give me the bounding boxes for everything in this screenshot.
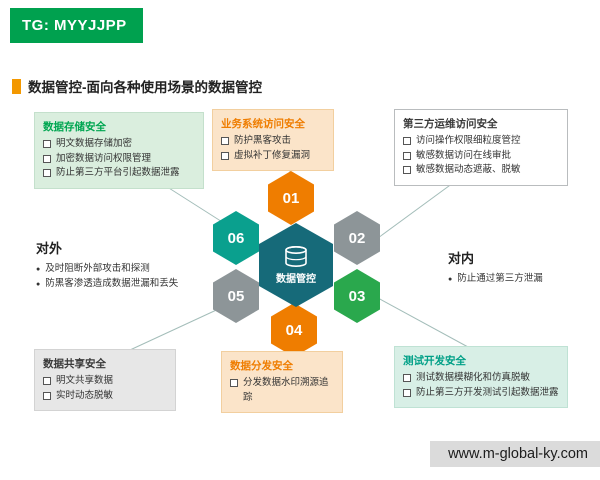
bullet-icon: ● <box>448 276 453 283</box>
item-text: 明文数据存储加密 <box>56 138 133 149</box>
center-hexagon-label: 数据管控 <box>276 273 316 285</box>
hexagon-number: 03 <box>348 287 366 305</box>
list-item: ● 及时阻断外部攻击和探测 <box>36 262 218 277</box>
list-item: 测试数据模糊化和仿真脱敏 <box>403 371 559 386</box>
list-item: 分发数据水印溯源追踪 <box>230 376 334 405</box>
box-title: 数据分发安全 <box>230 360 293 372</box>
box-items: 访问操作权限细粒度管控 敏感数据访问在线审批 敏感数据动态遮蔽、脱敏 <box>403 134 559 178</box>
box-title: 业务系统访问安全 <box>221 118 305 130</box>
checkbox-bullet-icon <box>43 391 51 400</box>
checkbox-bullet-icon <box>230 379 238 387</box>
box-items: 明文数据存储加密 加密数据访问权限管理 防止第三方平台引起数据泄露 <box>43 137 195 181</box>
bullet-icon: ● <box>36 280 41 288</box>
item-text: 实时动态脱敏 <box>56 389 114 401</box>
database-icon <box>285 245 307 267</box>
box-items: 分发数据水印溯源追踪 <box>230 376 334 405</box>
item-text: 加密数据访问权限管理 <box>56 152 152 164</box>
checkbox-bullet-icon <box>221 137 229 145</box>
item-text: 虚拟补丁修复漏洞 <box>234 149 311 161</box>
external-items: ● 及时阻断外部攻击和探测 ● 防黑客渗透造成数据泄漏和丢失 <box>36 262 218 291</box>
box-items: 测试数据模糊化和仿真脱敏 防止第三方开发测试引起数据泄露 <box>403 371 559 400</box>
item-text: 防护黑客攻击 <box>234 135 292 146</box>
box-items: 明文共享数据 实时动态脱敏 <box>43 374 167 403</box>
hexagon-number: 04 <box>285 321 303 339</box>
external-title: 对外 <box>36 241 63 256</box>
list-item: 加密数据访问权限管理 <box>43 152 195 167</box>
hexagon-number: 02 <box>348 229 366 247</box>
list-item: 敏感数据访问在线审批 <box>403 149 559 164</box>
storage-security-box: 数据存储安全 明文数据存储加密 加密数据访问权限管理 防止第三方平台引起数据泄露 <box>34 112 204 190</box>
page-title: 数据管控-面向各种使用场景的数据管控 <box>28 80 262 95</box>
box-title: 数据存储安全 <box>43 121 106 133</box>
item-text: 敏感数据访问在线审批 <box>416 149 512 161</box>
checkbox-bullet-icon <box>403 388 411 397</box>
checkbox-bullet-icon <box>403 151 411 160</box>
box-title: 数据共享安全 <box>43 358 106 370</box>
checkbox-bullet-icon <box>403 166 411 175</box>
item-text: 防止通过第三方泄漏 <box>457 273 543 284</box>
internal-section: 对内 ● 防止通过第三方泄漏 <box>448 248 588 287</box>
hexagon-number: 05 <box>227 287 245 305</box>
list-item: 防护黑客攻击 <box>221 134 325 149</box>
data-sharing-box: 数据共享安全 明文共享数据 实时动态脱敏 <box>34 349 176 412</box>
internal-title: 对内 <box>448 251 475 266</box>
checkbox-bullet-icon <box>403 374 411 382</box>
item-text: 明文共享数据 <box>56 375 114 386</box>
list-item: 防止第三方开发测试引起数据泄露 <box>403 386 559 401</box>
list-item: ● 防黑客渗透造成数据泄漏和丢失 <box>36 277 218 292</box>
item-text: 防黑客渗透造成数据泄漏和丢失 <box>45 277 179 289</box>
hexagon-number: 01 <box>282 189 300 207</box>
box-title: 第三方运维访问安全 <box>403 118 498 130</box>
list-item: 明文共享数据 <box>43 374 167 389</box>
item-text: 测试数据模糊化和仿真脱敏 <box>416 372 531 383</box>
data-distribution-box: 数据分发安全 分发数据水印溯源追踪 <box>221 351 343 414</box>
item-text: 防止第三方开发测试引起数据泄露 <box>416 386 559 398</box>
list-item: 虚拟补丁修复漏洞 <box>221 149 325 164</box>
checkbox-bullet-icon <box>43 154 51 163</box>
hexagon-06: 06 <box>213 211 259 265</box>
item-text: 防止第三方平台引起数据泄露 <box>56 167 180 179</box>
page-title-row: 数据管控-面向各种使用场景的数据管控 <box>12 76 262 96</box>
list-item: 敏感数据动态遮蔽、脱敏 <box>403 163 559 178</box>
checkbox-bullet-icon <box>221 151 229 160</box>
business-access-box: 业务系统访问安全 防护黑客攻击 虚拟补丁修复漏洞 <box>212 109 334 172</box>
testdev-security-box: 测试开发安全 测试数据模糊化和仿真脱敏 防止第三方开发测试引起数据泄露 <box>394 346 568 409</box>
list-item: 明文数据存储加密 <box>43 137 195 152</box>
item-text: 访问操作权限细粒度管控 <box>416 135 521 146</box>
hexagon-number: 06 <box>227 229 245 247</box>
box-title: 测试开发安全 <box>403 355 466 367</box>
bullet-icon: ● <box>36 266 41 273</box>
list-item: 访问操作权限细粒度管控 <box>403 134 559 149</box>
internal-items: ● 防止通过第三方泄漏 <box>448 272 588 287</box>
hexagon-05: 05 <box>213 269 259 323</box>
watermark: www.m-global-ky.com <box>430 441 600 467</box>
thirdparty-ops-box: 第三方运维访问安全 访问操作权限细粒度管控 敏感数据访问在线审批 敏感数据动态遮… <box>394 109 568 187</box>
item-text: 分发数据水印溯源追踪 <box>243 377 329 403</box>
checkbox-bullet-icon <box>43 169 51 178</box>
item-text: 及时阻断外部攻击和探测 <box>45 263 150 274</box>
checkbox-bullet-icon <box>43 140 51 148</box>
list-item: 防止第三方平台引起数据泄露 <box>43 166 195 181</box>
list-item: ● 防止通过第三方泄漏 <box>448 272 588 287</box>
external-section: 对外 ● 及时阻断外部攻击和探测 ● 防黑客渗透造成数据泄漏和丢失 <box>36 238 218 291</box>
center-hexagon: 数据管控 <box>259 223 333 307</box>
title-marker-icon <box>12 78 21 94</box>
channel-badge: TG: MYYJJPP <box>10 8 143 43</box>
checkbox-bullet-icon <box>403 137 411 145</box>
checkbox-bullet-icon <box>43 377 51 385</box>
box-items: 防护黑客攻击 虚拟补丁修复漏洞 <box>221 134 325 163</box>
item-text: 敏感数据动态遮蔽、脱敏 <box>416 164 521 176</box>
list-item: 实时动态脱敏 <box>43 389 167 404</box>
